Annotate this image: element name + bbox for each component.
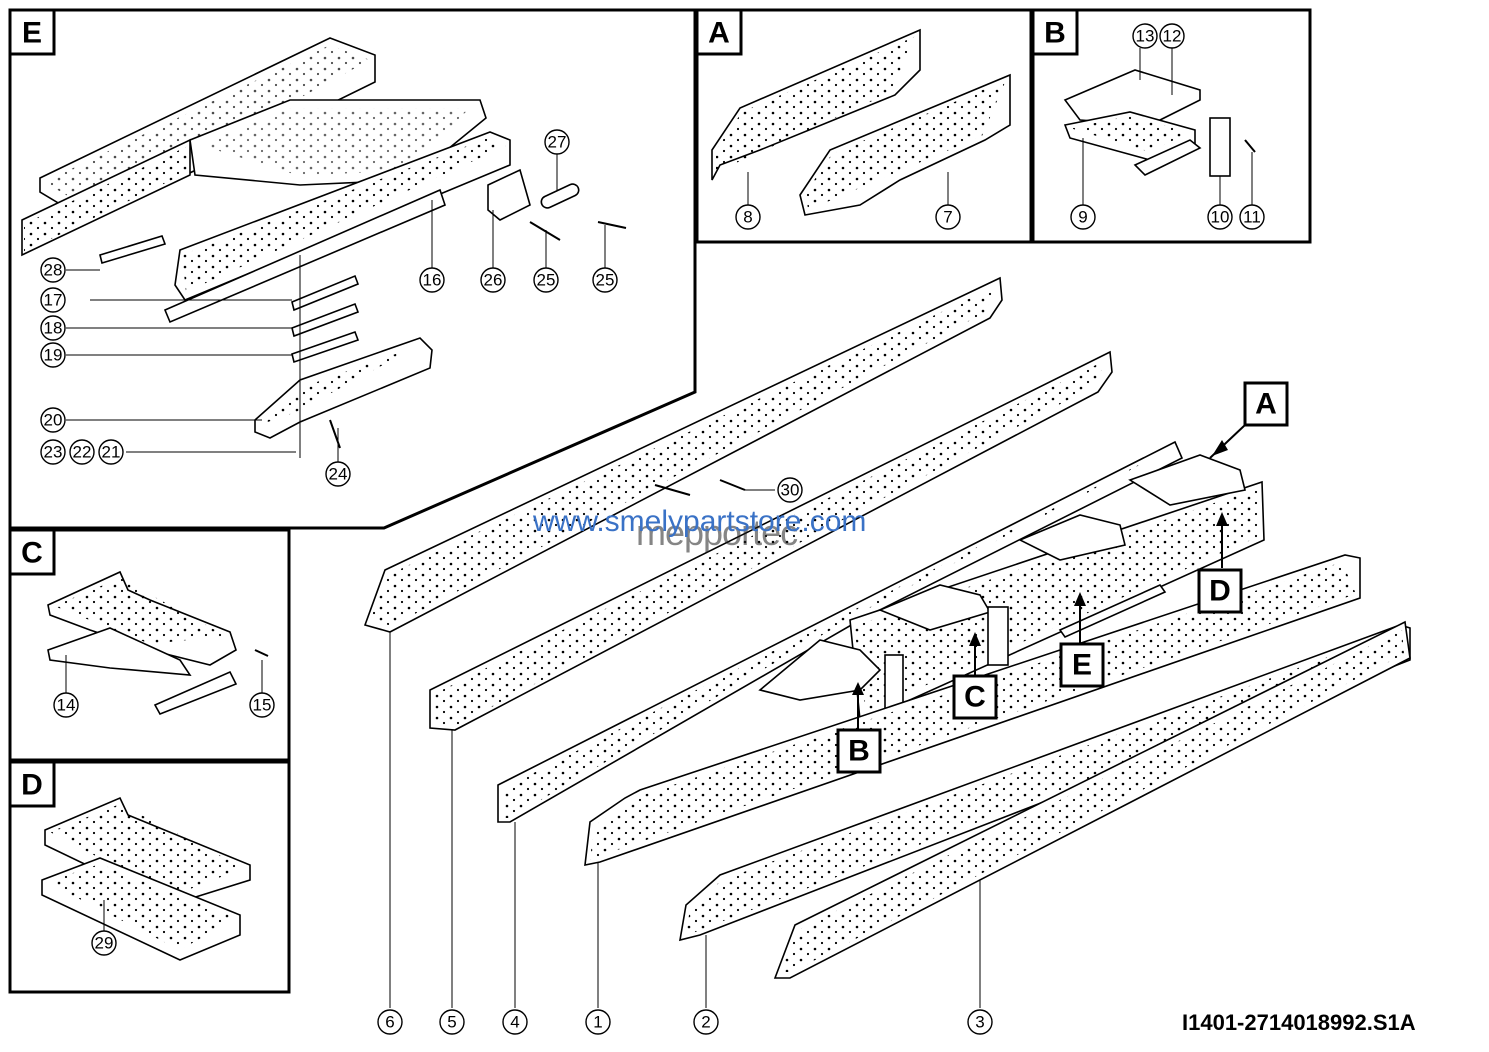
rail-4 bbox=[497, 440, 1184, 823]
callout-14: 14 bbox=[57, 696, 76, 715]
svg-text:B: B bbox=[848, 735, 870, 768]
panel-D-drawing bbox=[41, 796, 251, 961]
callout-3: 3 bbox=[975, 1013, 984, 1032]
shim-17 bbox=[291, 274, 360, 312]
callout-10: 10 bbox=[1211, 208, 1230, 227]
watermark-brand: mepportec bbox=[636, 512, 798, 553]
frame-crossmember-E bbox=[1018, 514, 1126, 561]
watermark-url: www.smelypartstore.com bbox=[533, 505, 867, 538]
plate-28 bbox=[99, 235, 167, 265]
callout-12: 12 bbox=[1163, 27, 1182, 46]
crossmember-C-mid bbox=[47, 627, 192, 676]
panel-borders bbox=[8, 8, 1312, 994]
panel-letter-A: A bbox=[708, 17, 730, 50]
panel-E-drawing bbox=[21, 37, 627, 462]
callout-22: 22 bbox=[73, 443, 92, 462]
callout-6: 6 bbox=[385, 1013, 394, 1032]
callout-26: 26 bbox=[484, 271, 503, 290]
callout-15: 15 bbox=[253, 696, 272, 715]
callout-20: 20 bbox=[44, 411, 63, 430]
drawing-code: I1401-2714018992.S1A bbox=[1182, 1010, 1416, 1035]
callout-16: 16 bbox=[423, 271, 442, 290]
panel-letter-B: B bbox=[1044, 17, 1066, 50]
svg-text:D: D bbox=[1209, 575, 1231, 608]
callout-30: 30 bbox=[781, 481, 800, 500]
view-label-C: C bbox=[952, 674, 998, 720]
callout-2: 2 bbox=[701, 1013, 710, 1032]
view-label-E: E bbox=[1059, 642, 1105, 688]
shim-18 bbox=[291, 302, 360, 338]
panel-B-drawing bbox=[1063, 48, 1256, 205]
callout-4: 4 bbox=[510, 1013, 519, 1032]
frame-bracket-E bbox=[1058, 584, 1167, 638]
frame-bracket-C bbox=[987, 606, 1009, 666]
crossmember-C-foot bbox=[153, 670, 238, 716]
panel-C-drawing bbox=[47, 570, 269, 716]
view-label-A: A bbox=[1243, 381, 1289, 427]
rail-16-flange bbox=[163, 188, 446, 324]
svg-text:E: E bbox=[1072, 649, 1092, 682]
callout-24: 24 bbox=[329, 465, 348, 484]
view-label-D: D bbox=[1197, 568, 1243, 614]
panel-tag-D: D bbox=[8, 760, 56, 808]
callout-18: 18 bbox=[44, 319, 63, 338]
callout-17: 17 bbox=[44, 291, 63, 310]
callout-8: 8 bbox=[743, 208, 752, 227]
spacer-27 bbox=[540, 183, 580, 209]
bracket-26 bbox=[487, 168, 531, 221]
view-label-B: B bbox=[836, 728, 882, 774]
callout-numbers: 8 7 13 12 9 10 11 27 16 26 25 25 28 17 1… bbox=[44, 27, 1261, 1032]
bracket-10 bbox=[1209, 117, 1231, 177]
crossmember-B-top bbox=[1063, 69, 1201, 126]
panel-letter-C: C bbox=[21, 537, 43, 570]
crossmember-B-foot bbox=[1133, 139, 1202, 176]
frame-crossmember-B bbox=[758, 639, 882, 701]
callout-25-a: 25 bbox=[537, 271, 556, 290]
bracket-20 bbox=[254, 337, 433, 439]
callout-21: 21 bbox=[102, 443, 121, 462]
panel-tag-A: A bbox=[695, 8, 743, 56]
callout-1: 1 bbox=[593, 1013, 602, 1032]
panel-tag-E: E bbox=[8, 8, 56, 56]
callout-7: 7 bbox=[943, 208, 952, 227]
svg-text:C: C bbox=[964, 681, 986, 714]
svg-text:A: A bbox=[1255, 388, 1277, 421]
callout-25-b: 25 bbox=[596, 271, 615, 290]
panel-tag-C: C bbox=[8, 528, 56, 576]
panel-letter-E: E bbox=[22, 17, 42, 50]
callout-28: 28 bbox=[44, 261, 63, 280]
callout-27: 27 bbox=[548, 133, 567, 152]
frame-crossmember-D bbox=[1128, 454, 1246, 506]
callout-5: 5 bbox=[447, 1013, 456, 1032]
callout-19: 19 bbox=[44, 346, 63, 365]
callout-13: 13 bbox=[1136, 27, 1155, 46]
callout-9: 9 bbox=[1078, 208, 1087, 227]
callout-23: 23 bbox=[44, 443, 63, 462]
frame-crossmember-C bbox=[877, 584, 992, 631]
panel-letter-D: D bbox=[21, 769, 43, 802]
callouts bbox=[40, 23, 1265, 1035]
callout-11: 11 bbox=[1243, 208, 1261, 227]
callout-29: 29 bbox=[95, 934, 114, 953]
plate-19 bbox=[291, 330, 360, 364]
panel-A-drawing bbox=[711, 28, 1011, 216]
panel-tag-B: B bbox=[1031, 8, 1079, 56]
